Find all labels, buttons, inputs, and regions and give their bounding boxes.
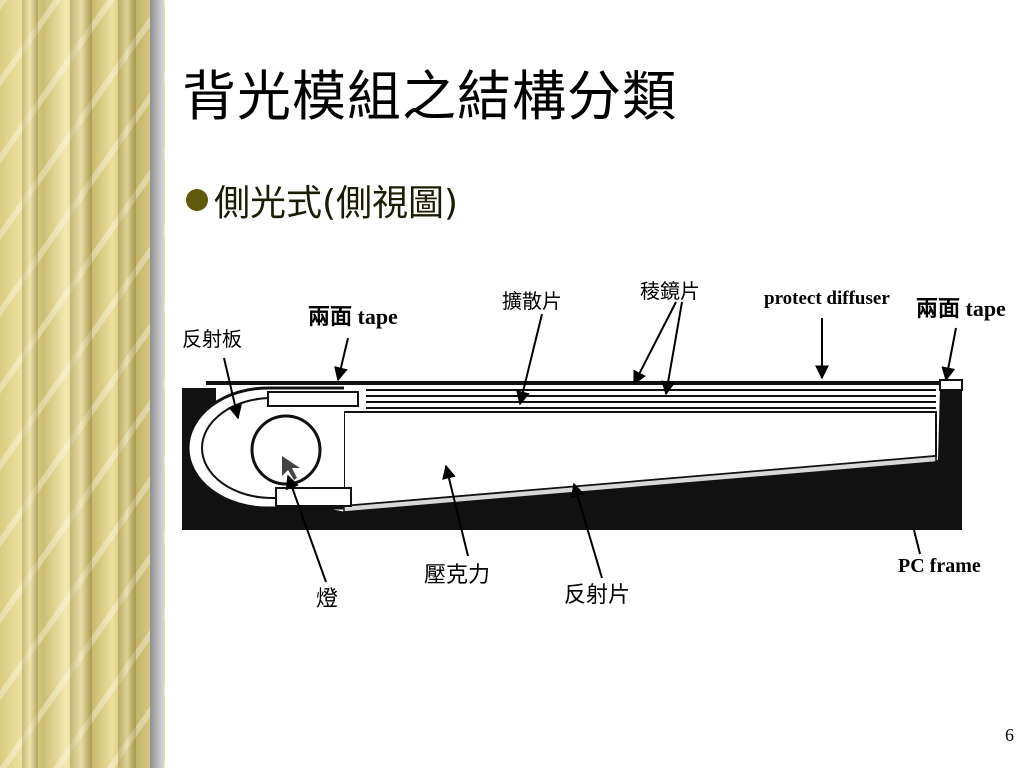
bullet-text: 側光式(側視圖) xyxy=(214,183,459,224)
lamp-cursor-mark xyxy=(282,456,300,480)
slide-title: 背光模組之結構分類 xyxy=(182,65,677,128)
label-reflector-plate: 反射板 xyxy=(182,327,242,351)
label-prism: 稜鏡片 xyxy=(640,280,700,303)
reflector-plate-arrow xyxy=(223,357,242,420)
bullet-item: 側光式(側視圖) xyxy=(186,172,458,228)
backlight-side-view-diagram: 反射板 兩面 tape 擴散片 稜鏡片 protect diffuser 兩面 … xyxy=(182,280,1006,612)
lamp-icon xyxy=(250,414,322,486)
label-pc-frame: PC frame xyxy=(898,555,981,577)
label-protect-diffuser: protect diffuser xyxy=(764,288,890,309)
label-diffuser: 擴散片 xyxy=(502,289,562,313)
lamp-lower-block xyxy=(275,487,352,507)
reflector-sheet-arrow xyxy=(570,482,603,579)
prism-arrow-1 xyxy=(633,301,677,386)
pc-frame-arrow xyxy=(913,529,921,555)
label-tape-left: 兩面 tape xyxy=(308,304,398,329)
bullet-dot-icon xyxy=(186,189,208,211)
decorative-side-strip xyxy=(0,0,165,768)
label-lamp: 燈 xyxy=(316,587,338,612)
right-tape-block xyxy=(939,379,963,391)
label-reflector-sheet: 反射片 xyxy=(564,583,630,608)
label-tape-right: 兩面 tape xyxy=(916,296,1006,321)
reflector-sheet xyxy=(343,455,937,513)
left-tape-block xyxy=(267,391,359,407)
tape-right-arrow xyxy=(941,327,957,382)
prism-arrow-2 xyxy=(661,301,683,396)
lamp-arrow xyxy=(285,474,327,583)
acrylic-arrow xyxy=(442,464,469,557)
page-number: 6 xyxy=(1005,725,1014,745)
label-acrylic: 壓克力 xyxy=(424,563,490,588)
side-strip-shadow xyxy=(150,0,164,768)
protect-diffuser-layer xyxy=(206,381,962,385)
tape-left-arrow xyxy=(334,337,349,382)
diffuser-arrow xyxy=(516,313,543,406)
